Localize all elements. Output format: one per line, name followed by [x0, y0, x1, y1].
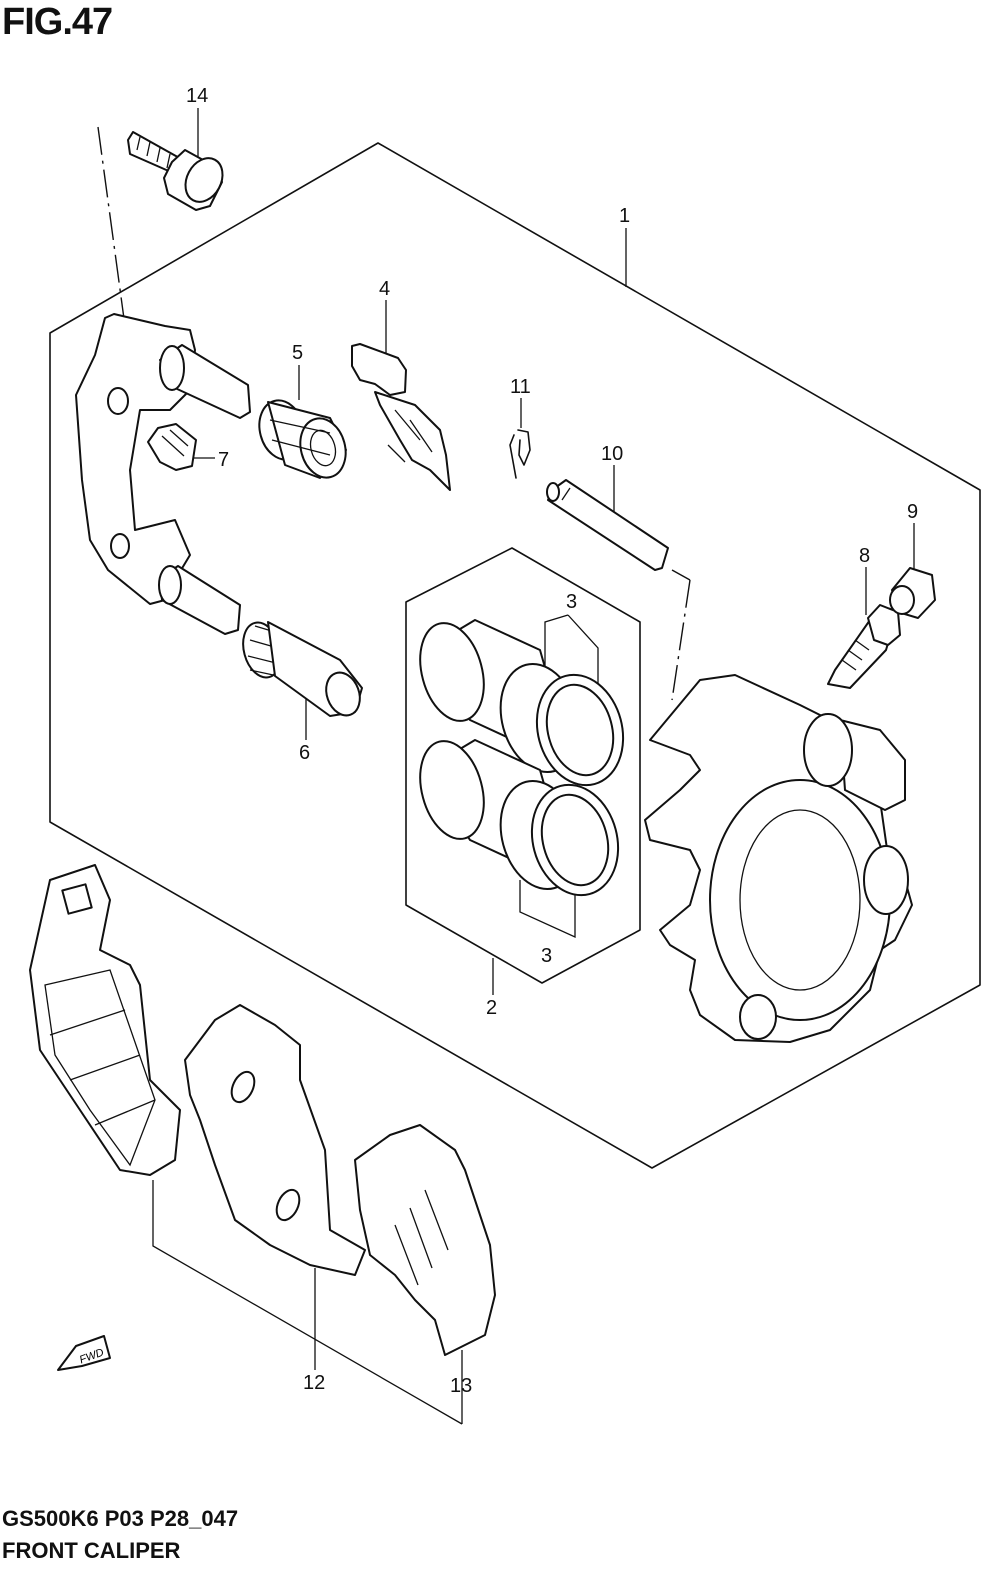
- callout-1: 1: [619, 205, 630, 227]
- callout-2: 2: [486, 997, 497, 1019]
- clip-11: [509, 429, 531, 479]
- bolt-14: [127, 131, 224, 211]
- shims-13: [354, 1124, 496, 1356]
- clip-7: [147, 423, 197, 471]
- model-code: GS500K6 P03 P28_047: [2, 1506, 239, 1531]
- pad-bracket: [152, 1180, 463, 1425]
- callout-10: 10: [601, 443, 623, 465]
- pistons-2: [419, 619, 581, 891]
- callout-6: 6: [299, 742, 310, 764]
- callout-8: 8: [859, 545, 870, 567]
- callout-3-top: 3: [566, 591, 577, 613]
- callout-12: 12: [303, 1372, 325, 1394]
- boot-5: [258, 399, 347, 479]
- bleeder-screw-8: [827, 604, 901, 689]
- seals-3: [530, 673, 625, 897]
- brake-pads-12: [29, 864, 366, 1276]
- assembly-outline-1: [49, 142, 981, 1169]
- pad-spring-4: [351, 343, 451, 491]
- callout-11: 11: [510, 376, 531, 398]
- caliper-body: [644, 674, 913, 1043]
- caliper-bracket: [75, 313, 251, 635]
- figure-title: FIG.47: [2, 1, 113, 43]
- callout-7: 7: [218, 449, 229, 471]
- bleeder-cap-9: [889, 567, 936, 619]
- callout-9: 9: [907, 501, 918, 523]
- fwd-arrow-icon: FWD: [57, 1335, 111, 1371]
- alignment-line-pin: [671, 569, 691, 581]
- callout-13: 13: [450, 1375, 472, 1397]
- callout-3-bottom: 3: [541, 945, 552, 967]
- pad-pin-10: [546, 479, 669, 571]
- section-name: FRONT CALIPER: [2, 1538, 181, 1563]
- slide-pin-6: [242, 621, 363, 717]
- callout-4: 4: [379, 278, 390, 300]
- callout-14: 14: [186, 85, 208, 107]
- callout-5: 5: [292, 342, 303, 364]
- piston-kit-outline-2: [405, 547, 641, 984]
